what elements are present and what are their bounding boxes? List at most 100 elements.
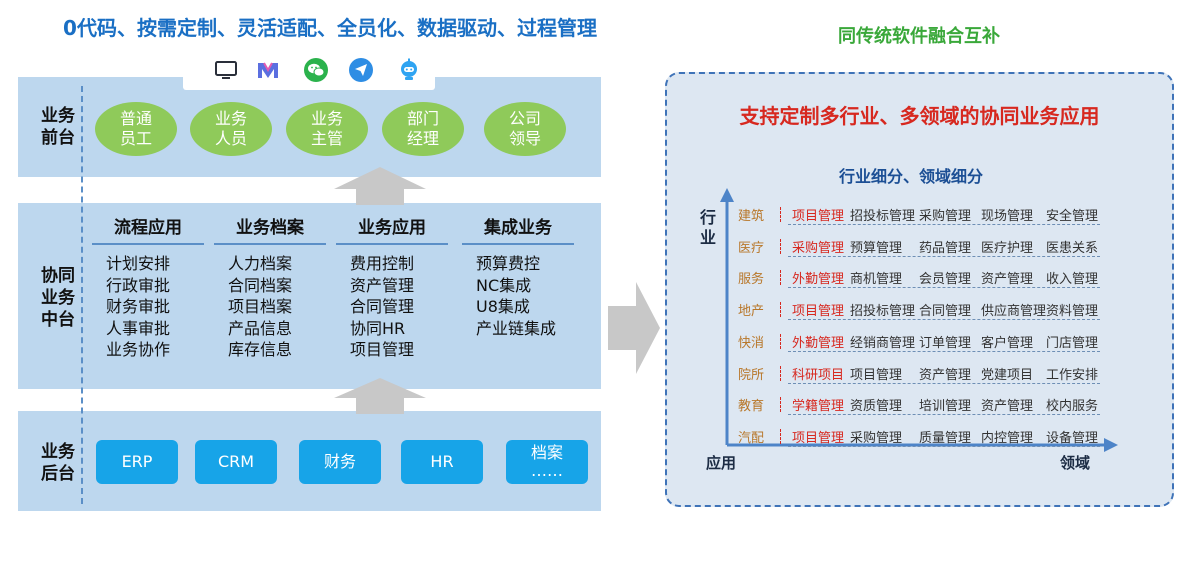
domain-cell[interactable]: 项目管理 xyxy=(792,209,845,224)
industry-label: 快消 xyxy=(738,335,765,351)
row-underline xyxy=(788,350,1100,352)
domain-cell[interactable]: 外勤管理 xyxy=(792,335,845,351)
role-oval-5[interactable]: 公司 领导 xyxy=(484,102,566,156)
right-arrow xyxy=(608,282,660,374)
domain-cell[interactable]: 医疗护理 xyxy=(981,240,1034,256)
domain-cell[interactable]: 采购管理 xyxy=(792,240,845,256)
system-label: CRM xyxy=(217,452,255,471)
back-layer-label: 业务 后台 xyxy=(38,441,78,485)
column-item[interactable]: 项目档案 xyxy=(228,297,293,316)
domain-cell[interactable]: 采购管理 xyxy=(919,209,972,224)
column-item[interactable]: 产业链集成 xyxy=(476,318,557,338)
domain-cell[interactable]: 工作安排 xyxy=(1046,367,1099,383)
domain-cell[interactable]: 资产管理 xyxy=(981,272,1034,288)
domain-cell[interactable]: 外勤管理 xyxy=(792,272,845,288)
domain-cell[interactable]: 订单管理 xyxy=(919,335,972,351)
system-button-finance[interactable]: 财务 xyxy=(299,440,381,484)
industry-label: 服务 xyxy=(738,272,765,288)
row-underline xyxy=(788,382,1100,384)
domain-cell[interactable]: 预算管理 xyxy=(850,240,903,256)
system-button-archives[interactable]: 档案 …… xyxy=(506,440,588,484)
domain-cell[interactable]: 项目管理 xyxy=(850,367,903,383)
domain-cell[interactable]: 资产管理 xyxy=(981,399,1034,415)
column-item[interactable]: 合同管理 xyxy=(350,297,415,316)
column-item[interactable]: 资产管理 xyxy=(350,275,415,295)
matrix-row: 地产 项目管理招投标管理合同管理供应商管理资料管理 xyxy=(738,300,1100,322)
column-item[interactable]: 库存信息 xyxy=(228,340,293,359)
column-item[interactable]: 预算费控 xyxy=(476,254,541,273)
column-item[interactable]: NC集成 xyxy=(476,275,532,295)
column-item[interactable]: 行政审批 xyxy=(106,275,171,295)
left-title: 0代码、按需定制、灵活适配、全员化、数据驱动、过程管理 xyxy=(63,16,597,40)
domain-cell[interactable]: 医患关系 xyxy=(1046,240,1099,256)
domain-cell[interactable]: 资质管理 xyxy=(850,399,903,415)
wechat-icon[interactable] xyxy=(303,57,329,83)
system-button-crm[interactable]: CRM xyxy=(195,440,277,484)
role-oval-4[interactable]: 部门 经理 xyxy=(382,102,464,156)
domain-cell[interactable]: 培训管理 xyxy=(919,399,972,415)
industry-label: 建筑 xyxy=(738,209,765,224)
system-button-hr[interactable]: HR xyxy=(401,440,483,484)
industry-subheading: 行业细分、领域细分 xyxy=(838,167,983,186)
domain-cell[interactable]: 项目管理 xyxy=(792,304,845,320)
column-item[interactable]: 费用控制 xyxy=(350,254,415,273)
domain-cell[interactable]: 质量管理 xyxy=(919,430,972,446)
domain-cell[interactable]: 会员管理 xyxy=(919,272,972,288)
column-title: 业务应用 xyxy=(358,218,426,238)
domain-cell[interactable]: 资料管理 xyxy=(1046,304,1099,320)
domain-cell[interactable]: 科研项目 xyxy=(792,367,845,383)
column-title: 流程应用 xyxy=(114,218,182,238)
send-icon[interactable] xyxy=(348,57,374,83)
domain-cell[interactable]: 现场管理 xyxy=(981,209,1034,224)
column-item[interactable]: 项目管理 xyxy=(350,340,415,359)
column-item[interactable]: 业务协作 xyxy=(106,340,171,359)
domain-cell[interactable]: 供应商管理 xyxy=(981,304,1047,320)
monitor-icon[interactable] xyxy=(213,57,239,83)
column-item[interactable]: 合同档案 xyxy=(228,275,293,295)
domain-cell[interactable]: 客户管理 xyxy=(981,335,1034,351)
back-label-line2: 后台 xyxy=(41,464,75,484)
column-item[interactable]: U8集成 xyxy=(476,297,530,316)
domain-cell[interactable]: 招投标管理 xyxy=(850,304,916,320)
domain-cell[interactable]: 经销商管理 xyxy=(850,335,916,351)
column-item[interactable]: 产品信息 xyxy=(228,318,293,338)
domain-cell[interactable]: 安全管理 xyxy=(1046,209,1099,224)
domain-cell[interactable]: 校内服务 xyxy=(1046,399,1099,415)
right-title: 同传统软件融合互补 xyxy=(838,26,1000,47)
column-underline xyxy=(336,243,448,245)
domain-cell[interactable]: 门店管理 xyxy=(1046,335,1099,351)
column-title: 集成业务 xyxy=(484,218,552,238)
axis-y-label-line2: 业 xyxy=(699,228,716,247)
role-oval-1[interactable]: 普通 员工 xyxy=(95,102,177,156)
domain-cell[interactable]: 商机管理 xyxy=(850,272,903,288)
column-item[interactable]: 协同HR xyxy=(350,318,406,338)
column-item[interactable]: 人事审批 xyxy=(106,318,171,338)
middle-layer-label: 协同 业务 中台 xyxy=(38,265,78,331)
domain-cell[interactable]: 采购管理 xyxy=(850,430,903,446)
column-item[interactable]: 计划安排 xyxy=(106,254,171,273)
robot-icon[interactable] xyxy=(396,57,422,83)
industry-label: 地产 xyxy=(738,304,765,320)
domain-cell[interactable]: 学籍管理 xyxy=(792,399,845,415)
domain-cell[interactable]: 资产管理 xyxy=(919,367,972,383)
domain-cell[interactable]: 项目管理 xyxy=(792,430,845,446)
column-item[interactable]: 财务审批 xyxy=(106,297,171,316)
system-button-erp[interactable]: ERP xyxy=(96,440,178,484)
domain-cell[interactable]: 合同管理 xyxy=(919,304,972,320)
column-process-apps: 流程应用 计划安排 行政审批 财务审批 人事审批 业务协作 xyxy=(92,213,204,361)
domain-cell[interactable]: 药品管理 xyxy=(919,240,972,256)
axis-origin-label: 应用 xyxy=(706,454,737,472)
domain-cell[interactable]: 内控管理 xyxy=(981,430,1034,446)
domain-cell[interactable]: 设备管理 xyxy=(1046,430,1099,446)
domain-cell[interactable]: 招投标管理 xyxy=(850,209,916,224)
role-label-line1: 普通 xyxy=(119,109,152,128)
column-item[interactable]: 人力档案 xyxy=(228,254,293,273)
domain-cell[interactable]: 收入管理 xyxy=(1046,272,1099,288)
axis-y-label: 行 业 xyxy=(697,208,719,248)
role-oval-3[interactable]: 业务 主管 xyxy=(286,102,368,156)
column-underline xyxy=(214,243,326,245)
domain-cell[interactable]: 党建项目 xyxy=(981,367,1034,383)
role-oval-2[interactable]: 业务 人员 xyxy=(190,102,272,156)
m-logo-icon[interactable] xyxy=(255,57,281,83)
